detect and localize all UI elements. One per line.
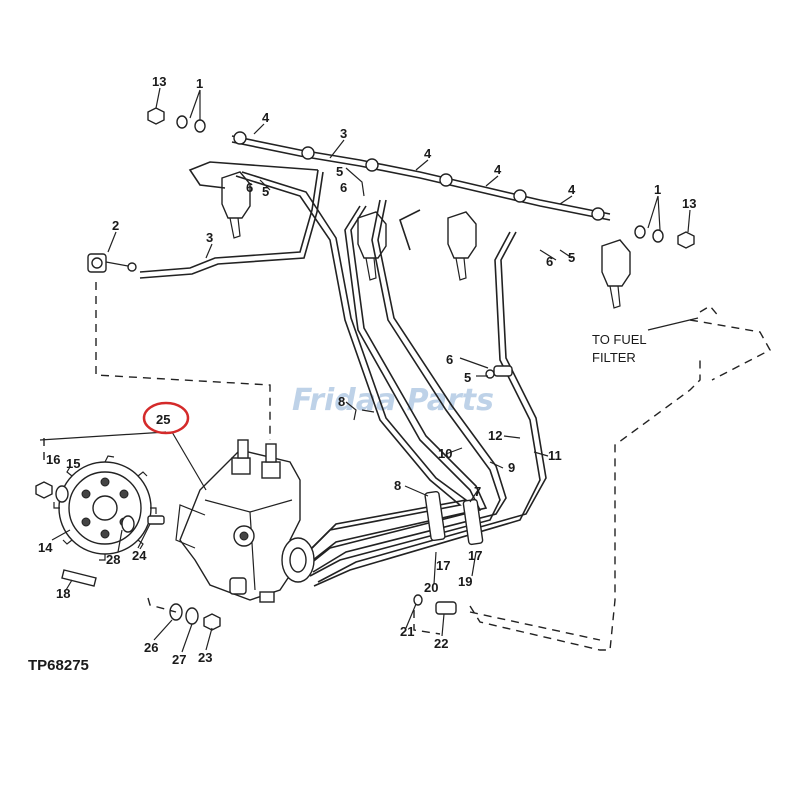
callout-18: 18 bbox=[56, 586, 70, 601]
callout-16: 16 bbox=[46, 452, 60, 467]
injector-4 bbox=[601, 239, 631, 309]
callout-13: 13 bbox=[682, 196, 696, 211]
callout-4: 4 bbox=[494, 162, 502, 177]
callout-8: 8 bbox=[394, 478, 401, 493]
callout-4: 4 bbox=[262, 110, 270, 125]
highlight-circle bbox=[142, 401, 190, 435]
stud bbox=[61, 569, 97, 587]
callout-labels: 13 1 4 3 2 3 5 6 6 5 4 4 4 1 13 6 5 6 5 … bbox=[38, 74, 696, 667]
callout-7: 7 bbox=[474, 484, 481, 499]
callout-6: 6 bbox=[546, 254, 553, 269]
callout-4: 4 bbox=[424, 146, 432, 161]
callout-4: 4 bbox=[568, 182, 576, 197]
callout-27: 27 bbox=[172, 652, 186, 667]
callout-9: 9 bbox=[508, 460, 515, 475]
callout-3: 3 bbox=[206, 230, 213, 245]
callout-10: 10 bbox=[438, 446, 452, 461]
callout-28: 28 bbox=[106, 552, 120, 567]
callout-1: 1 bbox=[654, 182, 661, 197]
callout-22: 22 bbox=[434, 636, 448, 651]
note-line-1: TO FUEL bbox=[592, 332, 647, 347]
mounting-hardware bbox=[169, 603, 221, 631]
injection-pump bbox=[175, 439, 315, 603]
callout-15: 15 bbox=[66, 456, 80, 471]
figure-id: TP68275 bbox=[28, 657, 89, 674]
callout-5: 5 bbox=[336, 164, 343, 179]
callout-6: 6 bbox=[340, 180, 347, 195]
injector-3 bbox=[447, 211, 477, 281]
callout-12: 12 bbox=[488, 428, 502, 443]
callout-8: 8 bbox=[338, 394, 345, 409]
watermark: Fridaa Parts bbox=[292, 383, 494, 418]
callout-2: 2 bbox=[112, 218, 119, 233]
callout-17: 17 bbox=[436, 558, 450, 573]
leak-off-line bbox=[231, 131, 611, 221]
callout-1: 1 bbox=[196, 76, 203, 91]
injector-1 bbox=[221, 171, 251, 239]
callout-5: 5 bbox=[464, 370, 471, 385]
washer-and-nut-left bbox=[147, 107, 206, 133]
callout-24: 24 bbox=[132, 548, 147, 563]
callout-3: 3 bbox=[340, 126, 347, 141]
callout-11: 11 bbox=[548, 448, 562, 463]
callout-6: 6 bbox=[246, 180, 253, 195]
callout-20: 20 bbox=[424, 580, 438, 595]
gear-nut-washer bbox=[35, 481, 69, 503]
callout-17: 17 bbox=[468, 548, 482, 563]
pipe-clip bbox=[485, 365, 513, 379]
callout-13: 13 bbox=[152, 74, 166, 89]
callout-6: 6 bbox=[446, 352, 453, 367]
banjo-fitting bbox=[87, 253, 137, 273]
callout-21: 21 bbox=[400, 624, 414, 639]
note-line-2: FILTER bbox=[592, 350, 636, 365]
callout-14: 14 bbox=[38, 540, 53, 555]
o-ring-and-key bbox=[121, 515, 165, 533]
dashed-leaders bbox=[43, 282, 771, 651]
washer-and-nut-right bbox=[634, 225, 695, 249]
callout-leaders bbox=[39, 87, 699, 653]
callout-25: 25 bbox=[156, 412, 170, 427]
callout-19: 19 bbox=[458, 574, 472, 589]
callout-5: 5 bbox=[262, 184, 269, 199]
injection-pipes bbox=[235, 171, 547, 587]
inlet-fitting bbox=[413, 594, 457, 615]
callout-26: 26 bbox=[144, 640, 158, 655]
pipe-clamps bbox=[424, 490, 484, 546]
callout-5: 5 bbox=[568, 250, 575, 265]
callout-23: 23 bbox=[198, 650, 212, 665]
drive-gear bbox=[53, 455, 157, 561]
